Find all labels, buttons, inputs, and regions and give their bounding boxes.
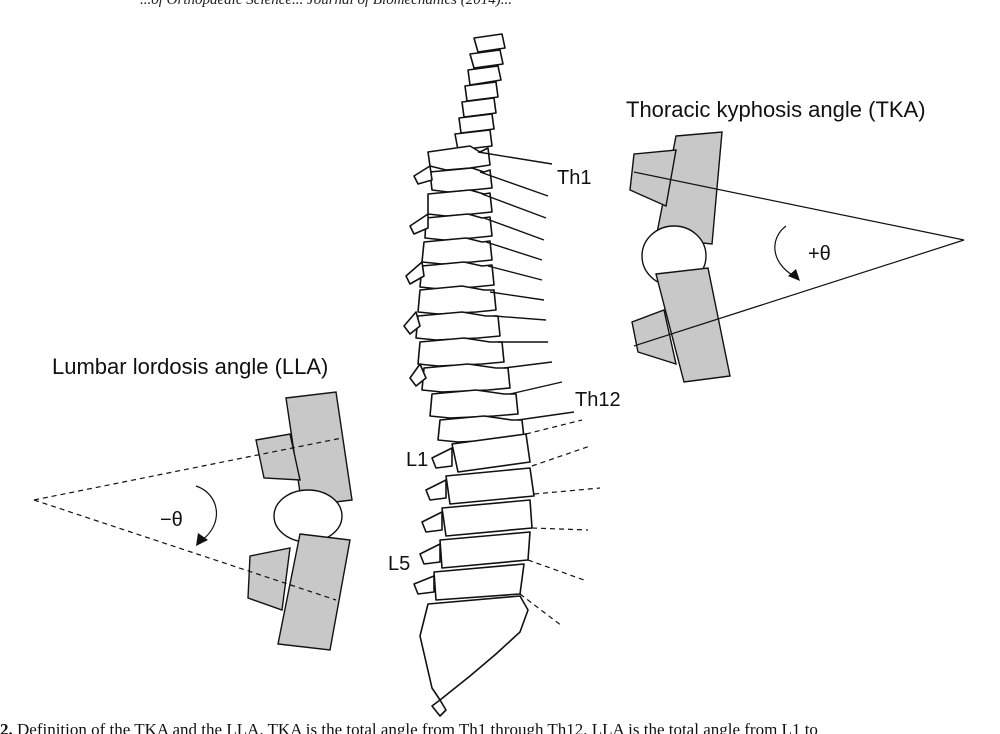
tka-angle-label: +θ	[808, 243, 831, 265]
lla-rotation-arrow	[195, 485, 217, 541]
lla-lower-vertebra	[277, 533, 351, 651]
label-l5: L5	[388, 553, 410, 575]
cervical-vertebrae	[454, 33, 506, 151]
lumbar-vertebrae	[413, 433, 535, 601]
lla-schematic: −θ Lumbar lordosis angle (LLA)	[33, 354, 353, 651]
tka-rotation-arrow	[774, 225, 795, 277]
tka-title: Thoracic kyphosis angle (TKA)	[626, 97, 926, 122]
spine-illustration	[403, 33, 535, 717]
lumbar-endplate-lines	[519, 419, 601, 627]
tka-schematic: +θ Thoracic kyphosis angle (TKA)	[626, 97, 965, 383]
label-th12: Th12	[575, 389, 621, 411]
page-header-fragment: ...of Orthopaedic Science... Journal of …	[140, 0, 512, 8]
lla-angle-label: −θ	[160, 509, 183, 531]
figure-caption: 2. Definition of the TKA and the LLA. TK…	[0, 719, 1000, 734]
tka-lower-process	[631, 309, 677, 366]
lla-disc	[273, 489, 343, 543]
caption-text: Definition of the TKA and the LLA. TKA i…	[17, 720, 818, 734]
label-l1: L1	[406, 449, 428, 471]
tka-upper-process	[629, 149, 677, 208]
label-th1: Th1	[557, 167, 591, 189]
tka-lower-vertebra	[655, 267, 731, 383]
coccyx	[431, 699, 447, 717]
thoracic-vertebrae	[403, 145, 525, 443]
thoracic-endplate-lines	[477, 151, 575, 421]
lla-title: Lumbar lordosis angle (LLA)	[52, 354, 328, 379]
lla-lower-process	[247, 547, 291, 611]
lla-upper-vertebra	[285, 391, 353, 507]
sacrum	[419, 595, 529, 701]
caption-figure-number: 2.	[0, 720, 13, 734]
lla-upper-process	[255, 433, 301, 481]
